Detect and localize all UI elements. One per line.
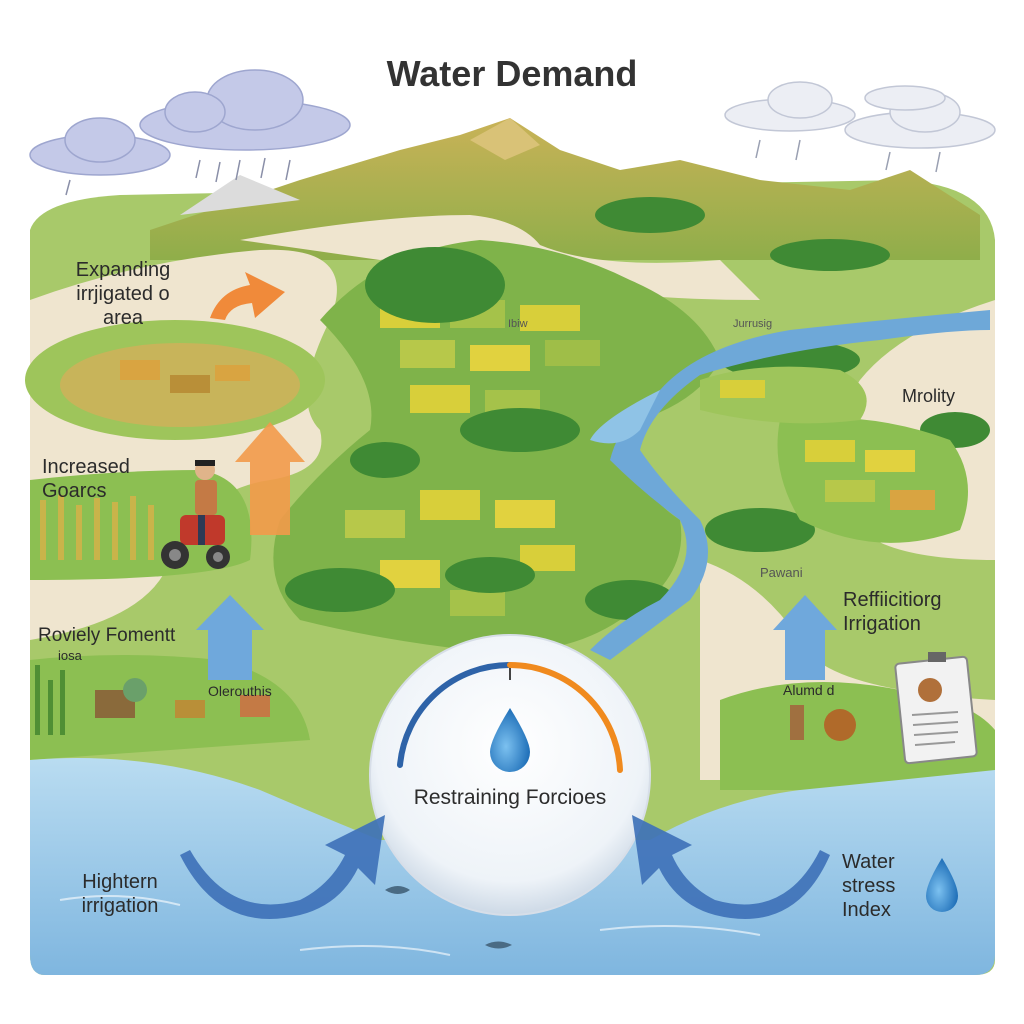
river-branch — [590, 390, 660, 444]
fish-silhouette — [385, 886, 410, 894]
document-clipboard-icon — [894, 652, 978, 765]
arrow-curved-icon — [632, 815, 830, 919]
label-line: stress — [842, 875, 896, 897]
arrow-up-icon — [773, 595, 837, 680]
label-line: Roviely Fomentt — [38, 625, 176, 646]
water-drop-icon — [926, 858, 958, 912]
label-roviely-fomentt: Roviely Fomentt iosa — [38, 625, 175, 663]
label-line: Reffiicitiorg — [843, 589, 942, 611]
arrow-up-icon — [235, 422, 305, 535]
field-mark-jurrusig: Jurrusig — [733, 318, 773, 330]
field-workers — [790, 705, 856, 741]
rain-streaks — [65, 157, 291, 196]
label-olerouthis: Olerouthis — [208, 683, 272, 699]
left-terrace-fields — [25, 320, 325, 440]
label-line: area — [102, 307, 144, 329]
corn-crops — [40, 495, 154, 560]
label-line: Irrigation — [843, 613, 921, 635]
cloud-icon — [724, 81, 996, 149]
water-ripples — [59, 895, 761, 956]
irrigation-equipment — [95, 678, 270, 718]
label-line: irrigation — [81, 895, 159, 917]
label-water-stress-index: Water stress Index — [842, 850, 895, 922]
label-restraining-forces: Restraining Forcioes — [413, 786, 607, 809]
gauge-icon — [369, 634, 651, 916]
label-line: Expanding — [75, 259, 171, 281]
label-reffiicitiorg-irrigation: Reffiicitiorg Irrigation — [843, 588, 942, 636]
fish-silhouette — [485, 941, 512, 949]
label-line: Increased — [42, 456, 130, 478]
rain-streaks — [755, 139, 941, 173]
label-increased-goarcs: Increased Goarcs — [42, 455, 130, 503]
arrow-up-icon — [210, 272, 285, 320]
label-alumd: Alumd d — [783, 682, 835, 698]
farmer-on-tractor-icon — [161, 460, 230, 569]
label-line: Water — [842, 851, 895, 873]
label-expanding-irrigated-area: Expanding irrjigated o area — [58, 258, 188, 330]
arrow-up-icon — [196, 595, 264, 680]
field-mark-ibiw: Ibiw — [508, 318, 528, 330]
field-mark-pawani: Pawani — [760, 565, 803, 580]
label-line: Goarcs — [42, 480, 107, 502]
water-drop-icon — [490, 708, 530, 772]
page-title: Water Demand — [386, 53, 638, 94]
label-mrolity: Mrolity — [902, 386, 955, 406]
river-icon — [590, 310, 990, 660]
label-line: Hightern — [82, 871, 158, 893]
reeds — [35, 665, 65, 735]
cloud-icon — [29, 69, 351, 176]
wetland-meadow — [30, 655, 310, 760]
label-line: Index — [842, 899, 891, 921]
arrow-curved-icon — [180, 815, 385, 919]
label-line: iosa — [58, 647, 82, 663]
label-line: irrjigated o — [76, 283, 170, 305]
right-fields — [700, 366, 968, 543]
label-hightern-irrigation: Hightern irrigation — [50, 870, 190, 918]
